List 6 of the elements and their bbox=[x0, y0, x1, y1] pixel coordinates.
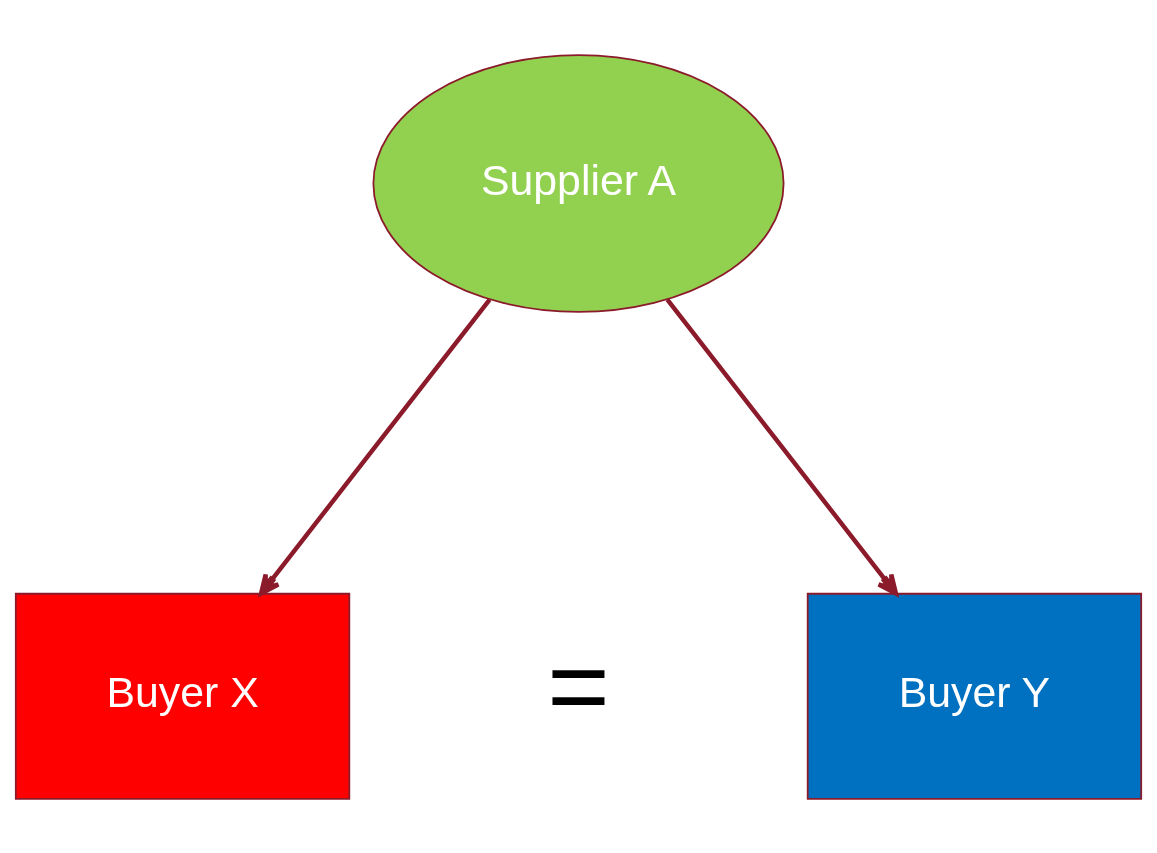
node-box: Buyer Y bbox=[806, 592, 1143, 800]
node-box: Buyer X bbox=[14, 592, 351, 800]
arrow bbox=[258, 297, 492, 596]
node-ellipse: Supplier A bbox=[372, 53, 785, 313]
arrow bbox=[665, 297, 899, 596]
label: = bbox=[547, 625, 610, 746]
